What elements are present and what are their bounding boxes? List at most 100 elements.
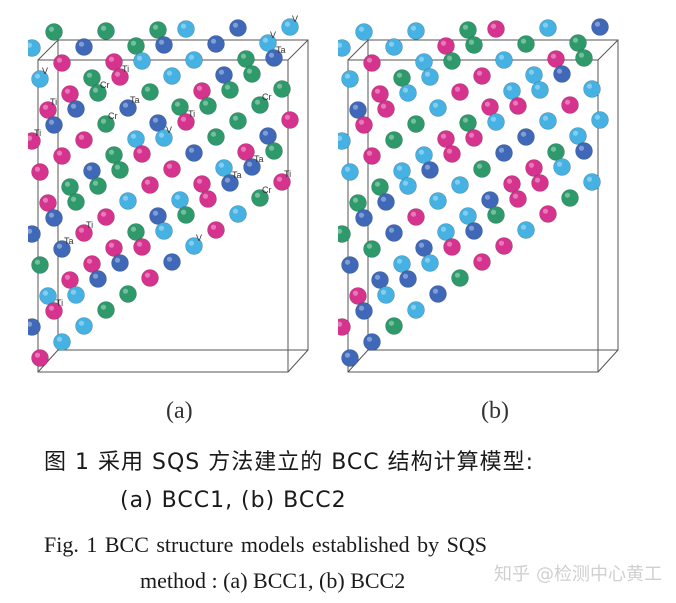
atom-cr xyxy=(199,97,217,115)
atom-highlight xyxy=(100,211,107,217)
atom-highlight xyxy=(34,259,41,265)
atom-ta xyxy=(553,158,571,176)
atom-v xyxy=(517,128,535,146)
atom-cr xyxy=(97,22,115,40)
atom-ta xyxy=(539,112,557,130)
atom-v xyxy=(215,66,233,84)
atom-cr xyxy=(547,143,565,161)
atom-highlight xyxy=(572,37,579,43)
atom-highlight xyxy=(100,118,107,124)
atom-ta xyxy=(421,68,439,86)
atom-cr xyxy=(229,112,247,130)
atom-ta xyxy=(393,162,411,180)
figure-panel-b xyxy=(338,10,638,390)
atom-highlight xyxy=(586,83,593,89)
atom-label: Ti xyxy=(86,220,93,230)
atom-ta xyxy=(487,113,505,131)
atom-cr xyxy=(119,285,137,303)
atom-highlight xyxy=(432,288,439,294)
atom-cr xyxy=(385,317,403,335)
atom-highlight xyxy=(338,42,343,48)
atom-ta xyxy=(451,176,469,194)
atom-highlight xyxy=(158,39,165,45)
atom-label: Ta xyxy=(232,170,242,180)
atom-highlight xyxy=(100,304,107,310)
atom-highlight xyxy=(144,272,151,278)
atom-highlight xyxy=(374,88,381,94)
atom-highlight xyxy=(232,208,239,214)
atom-v xyxy=(415,239,433,257)
atom-highlight xyxy=(218,162,225,168)
atom-highlight xyxy=(520,131,527,137)
atom-highlight xyxy=(174,194,181,200)
atom-ti xyxy=(539,205,557,223)
atom-highlight xyxy=(520,38,527,44)
atom-highlight xyxy=(542,115,549,121)
atom-highlight xyxy=(468,132,475,138)
atom-highlight xyxy=(268,145,275,151)
atom-highlight xyxy=(180,209,187,215)
atom-ti xyxy=(105,53,123,71)
atom-v xyxy=(149,207,167,225)
atom-ti xyxy=(443,238,461,256)
atom-highlight xyxy=(424,164,431,170)
atom-cr xyxy=(67,193,85,211)
atom-highlight xyxy=(210,131,217,137)
atom-highlight xyxy=(344,73,351,79)
atom-highlight xyxy=(396,165,403,171)
atom-highlight xyxy=(70,196,77,202)
atom-highlight xyxy=(202,193,209,199)
atom-ti xyxy=(31,349,49,367)
atom-v xyxy=(429,285,447,303)
atom-highlight xyxy=(564,99,571,105)
atom-highlight xyxy=(410,211,417,217)
atom-label: Ti xyxy=(284,169,291,179)
atom-v xyxy=(591,18,609,36)
atom-ti xyxy=(83,255,101,273)
atom-highlight xyxy=(108,149,115,155)
atom-ti xyxy=(39,194,57,212)
atom-v xyxy=(355,209,373,227)
atom-highlight xyxy=(564,192,571,198)
atom-label: V xyxy=(166,125,172,135)
atom-highlight xyxy=(388,227,395,233)
atom-highlight xyxy=(158,132,165,138)
atom-label: V xyxy=(270,30,276,40)
atom-highlight xyxy=(366,243,373,249)
atom-v xyxy=(89,270,107,288)
atom-ta xyxy=(415,53,433,71)
atom-highlight xyxy=(232,22,239,28)
atom-highlight xyxy=(240,146,247,152)
atom-highlight xyxy=(86,72,93,78)
atom-ti xyxy=(509,97,527,115)
atom-highlight xyxy=(130,226,137,232)
atom-v xyxy=(553,65,571,83)
atom-highlight xyxy=(374,181,381,187)
atom-cr xyxy=(349,194,367,212)
atom-ti xyxy=(363,147,381,165)
atom-highlight xyxy=(506,85,513,91)
atom-cr xyxy=(385,131,403,149)
watermark-platform: 知乎 xyxy=(494,564,530,585)
atom-highlight xyxy=(358,212,365,218)
atom-label: Cr xyxy=(108,111,118,121)
atom-highlight xyxy=(512,100,519,106)
atom-ti xyxy=(437,130,455,148)
atom-highlight xyxy=(542,208,549,214)
atom-highlight xyxy=(166,256,173,262)
atom-highlight xyxy=(92,180,99,186)
atom-highlight xyxy=(188,240,195,246)
atom-highlight xyxy=(424,71,431,77)
atom-cr xyxy=(459,21,477,39)
atom-ta xyxy=(215,159,233,177)
atom-highlight xyxy=(432,102,439,108)
atom-highlight xyxy=(48,119,55,125)
atom-ta xyxy=(28,39,41,57)
atom-ta xyxy=(355,23,373,41)
atom-ta xyxy=(75,317,93,335)
atom-highlight xyxy=(108,242,115,248)
atom-ti xyxy=(451,83,469,101)
atom-highlight xyxy=(56,243,63,249)
atom-v xyxy=(221,174,239,192)
atom-cr xyxy=(265,142,283,160)
